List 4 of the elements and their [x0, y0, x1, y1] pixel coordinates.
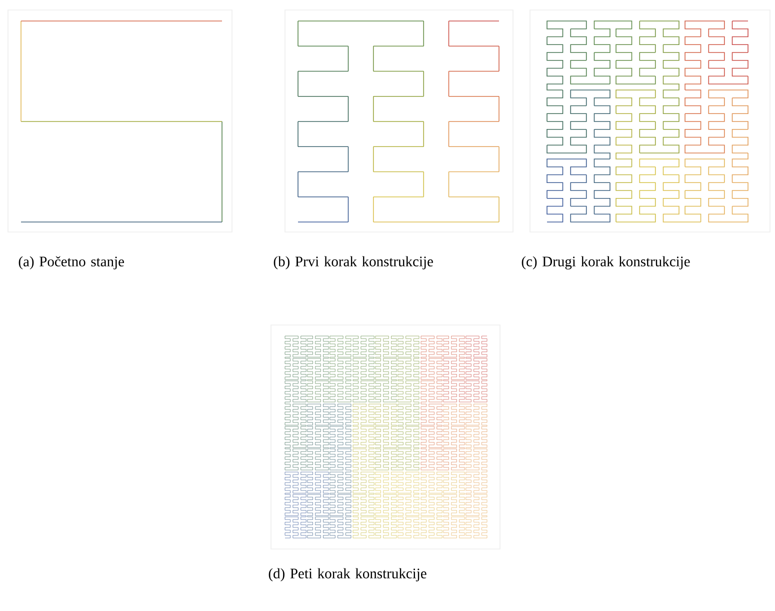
figure-caption: (c) Drugi korak konstrukcije: [522, 256, 690, 270]
figure-caption: (a) Početno stanje: [18, 256, 124, 270]
figure-caption: (b) Prvi korak konstrukcije: [274, 256, 433, 270]
figure-caption: (d) Peti korak konstrukcije: [268, 568, 426, 582]
